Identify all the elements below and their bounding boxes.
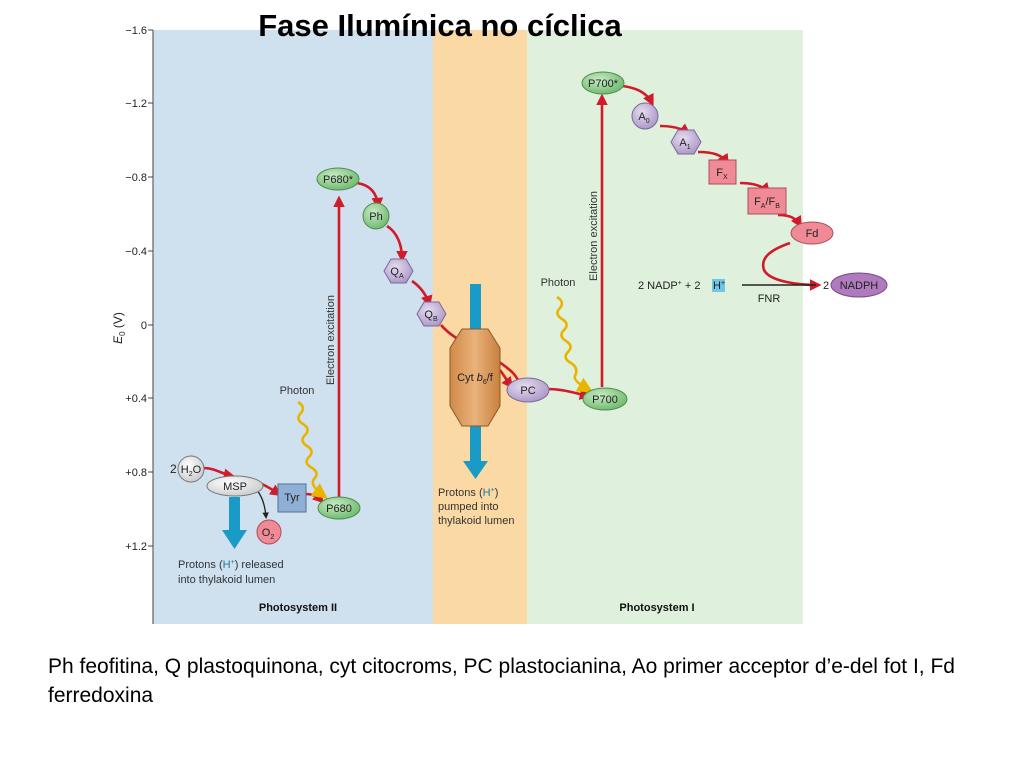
h2o-molecule <box>177 455 205 483</box>
o2-label: O2 <box>262 527 275 541</box>
fa-fb-cluster <box>747 187 787 215</box>
cyt-b6f-label: Cyt b6/f <box>457 372 494 386</box>
tick-label: +1.2 <box>125 541 147 553</box>
a0-acceptor <box>631 102 659 130</box>
p680-label: P680 <box>326 503 352 515</box>
y-axis: −1.6 −1.2 −0.8 −0.4 0 +0.4 +0.8 +1.2 E0 … <box>111 25 154 624</box>
photosystem-ii-label: Photosystem II <box>259 602 337 614</box>
tick-label: −1.2 <box>125 98 147 110</box>
pheophytin <box>362 202 390 230</box>
nadph-molecule <box>830 272 888 298</box>
tick-label: −1.6 <box>125 25 147 37</box>
tick-label: −0.4 <box>125 246 147 258</box>
protons-released-label: into thylakoid lumen <box>178 574 275 586</box>
fx-cluster <box>708 159 737 185</box>
cytochrome-b6f-complex <box>449 328 501 427</box>
protons-pumped-label: pumped into <box>438 501 499 513</box>
p700-label: P700 <box>592 394 618 406</box>
slide-title: Fase Ilumínica no cíclica <box>258 8 622 43</box>
p700-excited <box>581 71 625 95</box>
tyr-box <box>277 483 307 513</box>
photosystem-ii-panel <box>153 30 433 624</box>
electron-excitation-label: Electron excitation <box>325 295 337 385</box>
p700-reaction-center <box>582 387 628 411</box>
pc-label: PC <box>520 385 535 397</box>
a1-hexagon <box>670 129 702 155</box>
ph-label: Ph <box>369 211 382 223</box>
protons-released-label: Protons (H+) released <box>178 559 284 571</box>
tick-label: −0.8 <box>125 172 147 184</box>
photosystem-i-label: Photosystem I <box>619 602 694 614</box>
p680-reaction-center <box>317 496 361 520</box>
proton-arrow-left <box>222 497 247 549</box>
nadph-label: NADPH <box>840 280 879 292</box>
qb-hexagon <box>416 301 447 327</box>
a0-label: A0 <box>638 111 649 125</box>
nadp-reaction-label: 2 NADP+ + 2 <box>638 280 701 292</box>
qa-hexagon <box>383 258 414 284</box>
tyr-label: Tyr <box>284 492 300 504</box>
p680-excited <box>316 167 360 191</box>
h-plus-highlight <box>712 279 725 292</box>
ferredoxin <box>790 221 834 245</box>
photon-label: Photon <box>541 277 576 289</box>
h-plus-label: H+ <box>713 280 725 292</box>
photon-wave-left <box>297 400 328 499</box>
tick-label: 0 <box>141 320 147 332</box>
photon-label: Photon <box>280 385 315 397</box>
photosystem-i-panel <box>527 30 803 624</box>
slide-caption: Ph feofitina, Q plastoquinona, cyt citoc… <box>48 655 955 707</box>
nadph-coefficient: 2 <box>823 280 829 292</box>
water-coefficient: 2 <box>170 462 177 476</box>
protons-pumped-label: Protons (H+) <box>438 487 498 499</box>
y-axis-label: E0 (V) <box>111 312 127 344</box>
h2o-label: H2O <box>181 464 202 478</box>
o2-molecule <box>256 519 282 545</box>
a1-label: A1 <box>679 137 690 151</box>
p700-star-label: P700* <box>588 78 619 90</box>
tick-label: +0.8 <box>125 467 147 479</box>
photon-wave-right <box>556 295 594 393</box>
fnr-label: FNR <box>758 293 781 305</box>
fa-fb-label: FA/FB <box>754 196 780 210</box>
fx-label: FX <box>716 167 728 181</box>
msp-complex <box>206 475 264 497</box>
qa-label: QA <box>390 266 404 280</box>
fd-label: Fd <box>806 228 819 240</box>
p680-star-label: P680* <box>323 174 354 186</box>
protons-pumped-label: thylakoid lumen <box>438 515 514 527</box>
qb-label: QB <box>424 309 438 323</box>
plastocyanin <box>506 377 550 403</box>
tick-label: +0.4 <box>125 393 147 405</box>
electron-excitation-label: Electron excitation <box>588 191 600 281</box>
msp-label: MSP <box>223 481 247 493</box>
